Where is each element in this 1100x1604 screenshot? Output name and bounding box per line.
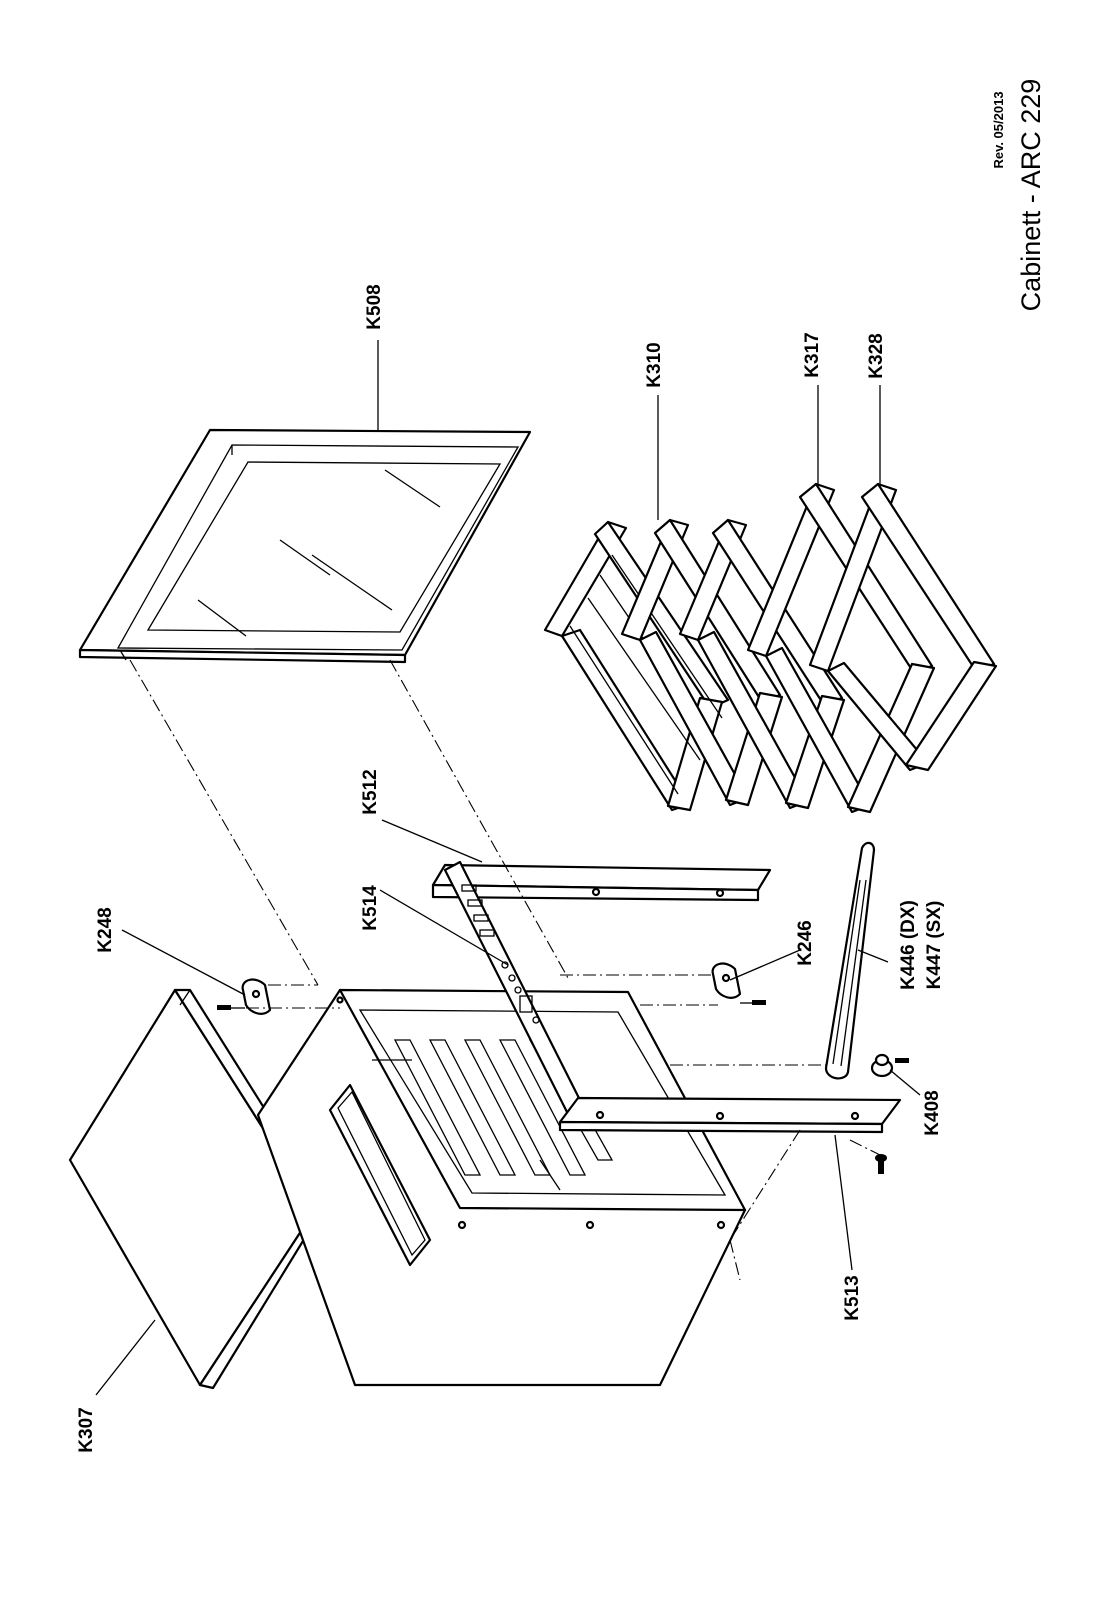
label-k328: K328 — [866, 333, 887, 378]
shelf-rack-k317 — [746, 482, 936, 814]
diagram-title: Cabinett - ARC 229 — [1016, 79, 1046, 312]
label-k512: K512 — [360, 769, 381, 814]
label-k508: K508 — [364, 284, 385, 329]
front-frame-k513 — [558, 1096, 902, 1134]
hinge-k246 — [711, 962, 766, 1005]
shelf-rack-k310 — [543, 520, 730, 812]
hinge-k248 — [217, 978, 272, 1015]
label-k514: K514 — [360, 885, 381, 931]
revision-label: Rev. 05/2013 — [991, 91, 1006, 168]
front-frame-k512 — [431, 863, 772, 902]
label-k317: K317 — [802, 332, 823, 377]
hinge-pin-k408 — [870, 1053, 909, 1078]
shelf-rack-k328 — [808, 482, 998, 772]
leader-lines — [95, 340, 921, 1396]
top-cover-k307 — [68, 988, 327, 1390]
label-k310: K310 — [644, 342, 665, 387]
label-k248: K248 — [95, 907, 116, 952]
assembly-lines — [129, 659, 881, 1281]
screw-k513 — [875, 1154, 887, 1174]
door-handle-k446-k447 — [824, 841, 876, 1080]
label-k246: K246 — [795, 920, 816, 965]
label-k307: K307 — [76, 1407, 97, 1452]
glass-door-k508 — [78, 428, 532, 664]
label-k447: K447 (SX) — [924, 901, 945, 990]
shelf-rack-k310-b — [620, 518, 784, 807]
label-k513: K513 — [842, 1275, 863, 1320]
label-k408: K408 — [922, 1090, 943, 1135]
label-k446: K446 (DX) — [898, 900, 919, 990]
cabinet-body — [256, 988, 747, 1387]
